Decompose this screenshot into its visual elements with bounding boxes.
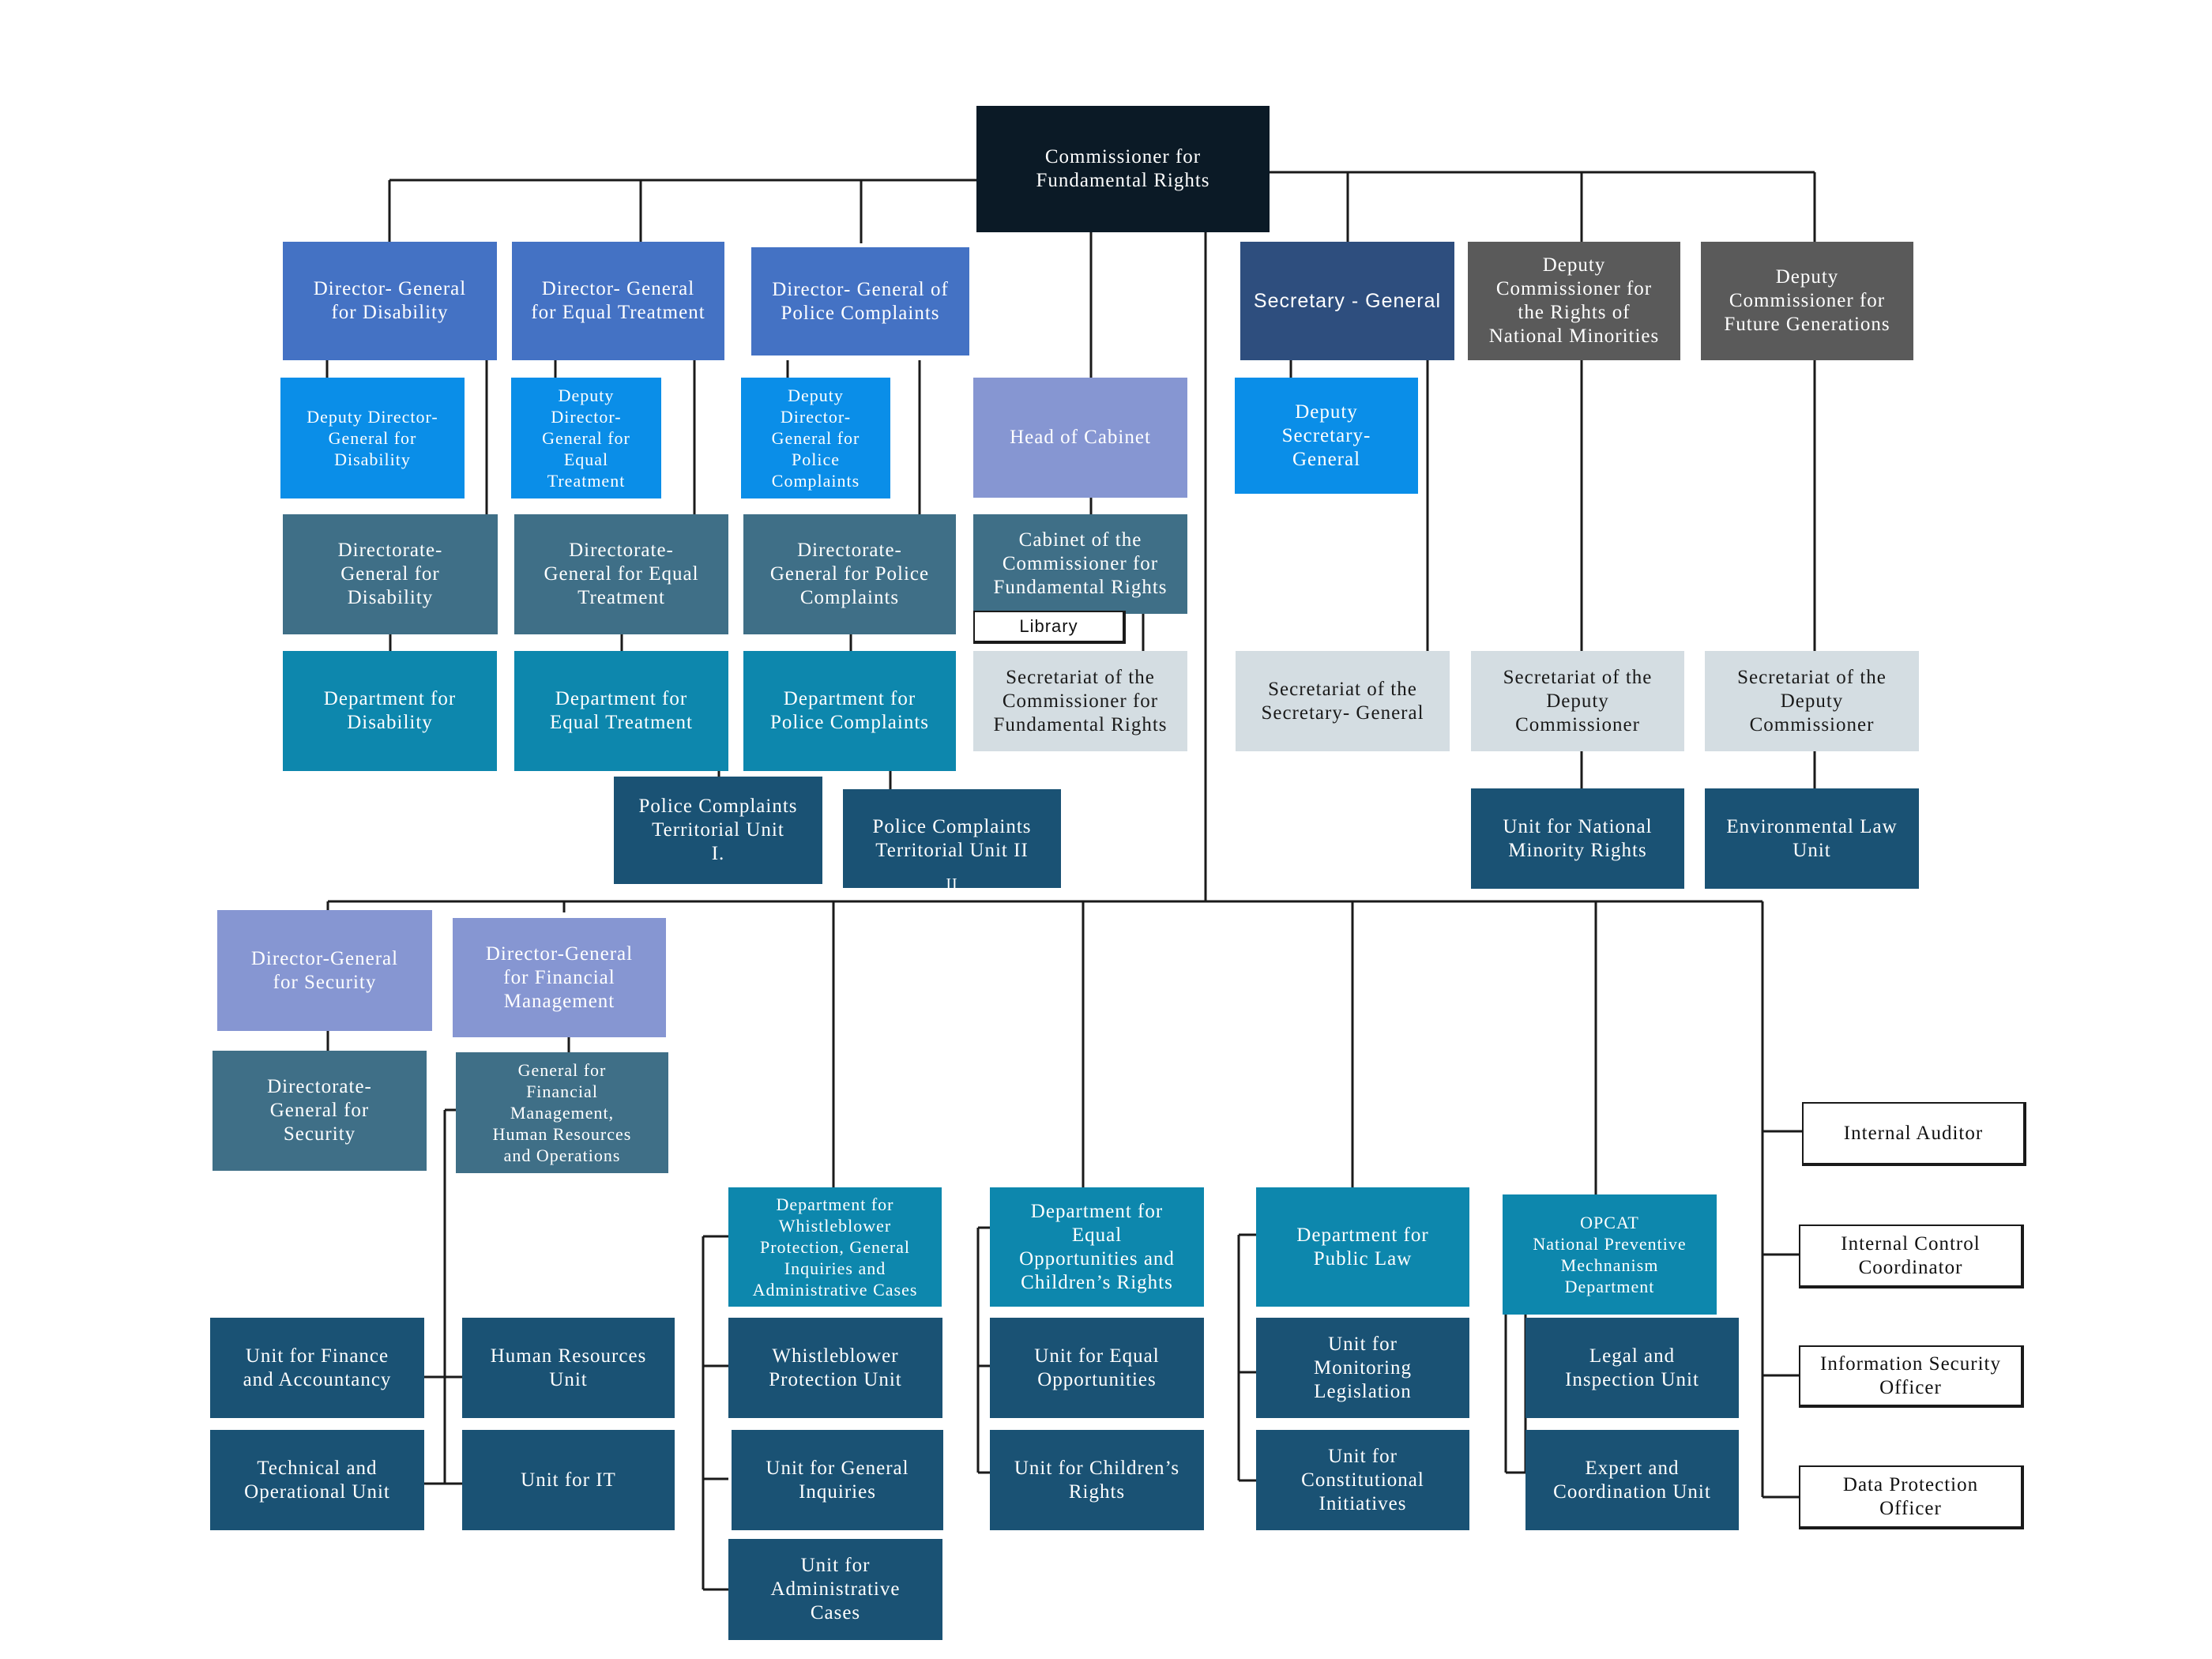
directorate-disability-node: Directorate- General for Disability [283,514,498,634]
dept-opcat-node: OPCAT National Preventive Mechnanism Dep… [1503,1194,1717,1315]
unit-environmental-law-node: Environmental Law Unit [1705,788,1919,889]
directorate-financial-node: General for Financial Management, Human … [456,1052,668,1173]
deputy-secretary-general-node: Deputy Secretary- General [1235,378,1418,494]
dept-equal-opportunities-node: Department for Equal Opportunities and C… [990,1187,1204,1307]
directorate-security-node: Directorate- General for Security [213,1051,427,1171]
deputy-dg-disability-node: Deputy Director- General for Disability [280,378,465,498]
unit-monitoring-legislation-node: Unit for Monitoring Legislation [1256,1318,1469,1418]
secretariat-secretary-general-node: Secretariat of the Secretary- General [1236,651,1450,751]
commissioner-node: Commissioner for Fundamental Rights [976,106,1270,232]
unit-whistleblower-node: Whistleblower Protection Unit [728,1318,942,1418]
unit-constitutional-node: Unit for Constitutional Initiatives [1256,1430,1469,1530]
police-territorial-unit-2-node: Police Complaints Territorial Unit II II [843,789,1061,893]
dg-disability-node: Director- General for Disability [283,242,497,360]
internal-auditor-node: Internal Auditor [1802,1102,2026,1166]
secretariat-deputy-minorities-node: Secretariat of the Deputy Commissioner [1471,651,1684,751]
directorate-police-node: Directorate- General for Police Complain… [743,514,956,634]
unit-children-rights-node: Unit for Children’s Rights [990,1430,1204,1530]
police-territorial-unit-1-node: Police Complaints Territorial Unit I. [614,777,822,884]
dept-whistleblower-node: Department for Whistleblower Protection,… [728,1187,942,1307]
unit-national-minority-node: Unit for National Minority Rights [1471,788,1684,889]
secretary-general-node: Secretary - General [1240,242,1454,360]
information-security-node: Information Security Officer [1799,1345,2024,1408]
unit-admin-cases-node: Unit for Administrative Cases [728,1539,942,1640]
police-territorial-unit-2-label: Police Complaints Territorial Unit II [872,815,1032,861]
unit-hr-node: Human Resources Unit [462,1318,675,1418]
secretariat-deputy-future-node: Secretariat of the Deputy Commissioner [1705,651,1919,751]
dg-equal-treatment-node: Director- General for Equal Treatment [512,242,724,360]
unit-expert-coordination-node: Expert and Coordination Unit [1525,1430,1739,1530]
data-protection-node: Data Protection Officer [1799,1465,2024,1529]
internal-control-node: Internal Control Coordinator [1799,1224,2024,1288]
head-of-cabinet-node: Head of Cabinet [973,378,1187,498]
deputy-dg-equal-node: Deputy Director- General for Equal Treat… [511,378,661,498]
deputy-future-generations-node: Deputy Commissioner for Future Generatio… [1701,242,1913,360]
dept-equal-treatment-node: Department for Equal Treatment [514,651,728,771]
library-node: Library [973,611,1126,644]
deputy-minorities-node: Deputy Commissioner for the Rights of Na… [1468,242,1680,360]
unit-it-node: Unit for IT [462,1430,675,1530]
unit-technical-node: Technical and Operational Unit [210,1430,424,1530]
unit-general-inquiries-node: Unit for General Inquiries [732,1430,943,1530]
unit-legal-inspection-node: Legal and Inspection Unit [1525,1318,1739,1418]
dept-disability-node: Department for Disability [283,651,497,771]
police-territorial-unit-2-extra: II [946,875,958,893]
dg-police-complaints-node: Director- General of Police Complaints [751,247,969,356]
secretariat-commissioner-node: Secretariat of the Commissioner for Fund… [973,651,1187,751]
dept-public-law-node: Department for Public Law [1256,1187,1469,1307]
directorate-equal-node: Directorate- General for Equal Treatment [514,514,728,634]
unit-finance-node: Unit for Finance and Accountancy [210,1318,424,1418]
unit-equal-opportunities-node: Unit for Equal Opportunities [990,1318,1204,1418]
dept-police-complaints-node: Department for Police Complaints [743,651,956,771]
dg-security-node: Director-General for Security [217,910,432,1031]
dg-financial-node: Director-General for Financial Managemen… [453,918,666,1037]
deputy-dg-police-node: Deputy Director- General for Police Comp… [741,378,890,498]
cabinet-node: Cabinet of the Commissioner for Fundamen… [973,514,1187,614]
